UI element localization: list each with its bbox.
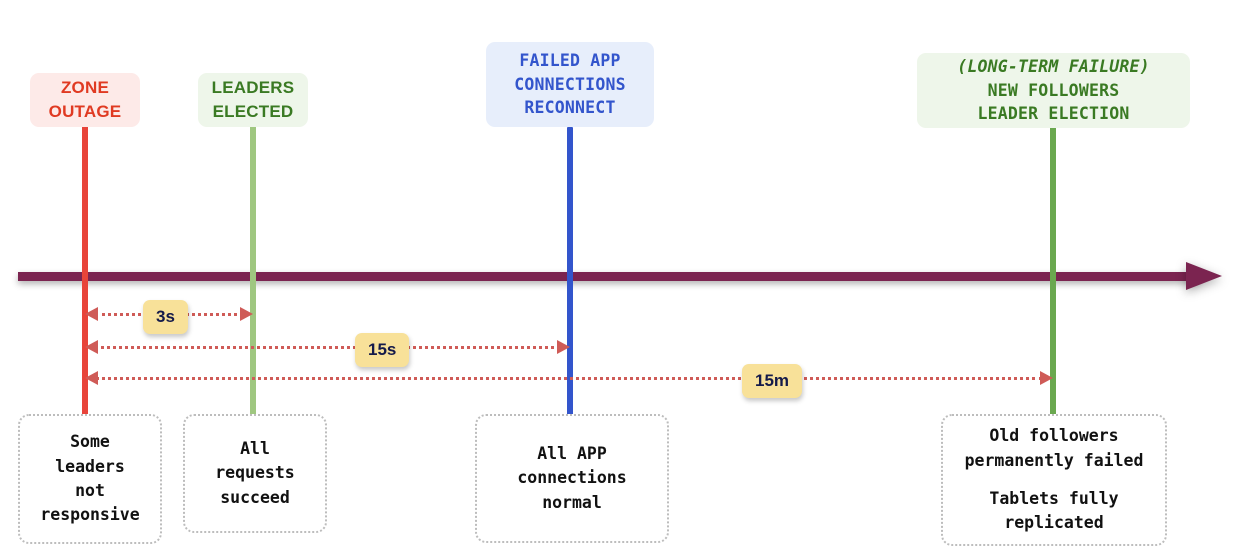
- event-label-long-term-failure-italic: (LONG-TERM FAILURE): [957, 57, 1150, 77]
- time-axis-line: [18, 272, 1198, 281]
- state-text: Some leaders not responsive: [40, 432, 140, 525]
- arrowhead-left-icon: [85, 307, 98, 321]
- event-label-long-term-failure-rest: NEW FOLLOWERS LEADER ELECTION: [977, 80, 1130, 124]
- duration-measure-15s: [85, 340, 570, 354]
- event-label-failed-app-connections: FAILED APP CONNECTIONS RECONNECT: [486, 42, 654, 127]
- state-text-primary: Old followers permanently failed: [964, 426, 1144, 470]
- state-box-some-leaders-not-responsive: Some leaders not responsive: [18, 414, 162, 544]
- duration-measure-15m: [85, 371, 1053, 385]
- arrowhead-left-icon: [85, 371, 98, 385]
- arrowhead-right-icon: [240, 307, 253, 321]
- event-line-leaders-elected: [250, 124, 256, 424]
- state-box-all-app-connections-normal: All APP connections normal: [475, 414, 669, 543]
- dotted-connector: [95, 377, 1043, 380]
- event-label-zone-outage: ZONE OUTAGE: [30, 73, 140, 127]
- arrowhead-left-icon: [85, 340, 98, 354]
- event-label-long-term-failure: (LONG-TERM FAILURE) NEW FOLLOWERS LEADER…: [917, 53, 1190, 128]
- time-axis-arrowhead-icon: [1186, 262, 1222, 290]
- arrowhead-right-icon: [557, 340, 570, 354]
- state-box-old-followers-permanently-failed: Old followers permanently failed Tablets…: [941, 414, 1167, 546]
- duration-badge-15s: 15s: [355, 333, 410, 367]
- duration-badge-15m: 15m: [742, 364, 803, 398]
- state-box-all-requests-succeed: All requests succeed: [183, 414, 327, 533]
- event-label-leaders-elected: LEADERS ELECTED: [198, 73, 308, 127]
- arrowhead-right-icon: [1040, 371, 1053, 385]
- event-line-failed-app-connections: [567, 127, 573, 424]
- event-line-zone-outage: [82, 124, 88, 424]
- event-line-long-term-failure: [1050, 127, 1056, 424]
- state-text: All requests succeed: [215, 438, 295, 507]
- state-text: All APP connections normal: [517, 443, 627, 512]
- state-text-secondary: Tablets fully replicated: [989, 489, 1119, 533]
- duration-badge-3s: 3s: [143, 300, 188, 334]
- dotted-connector: [95, 346, 560, 349]
